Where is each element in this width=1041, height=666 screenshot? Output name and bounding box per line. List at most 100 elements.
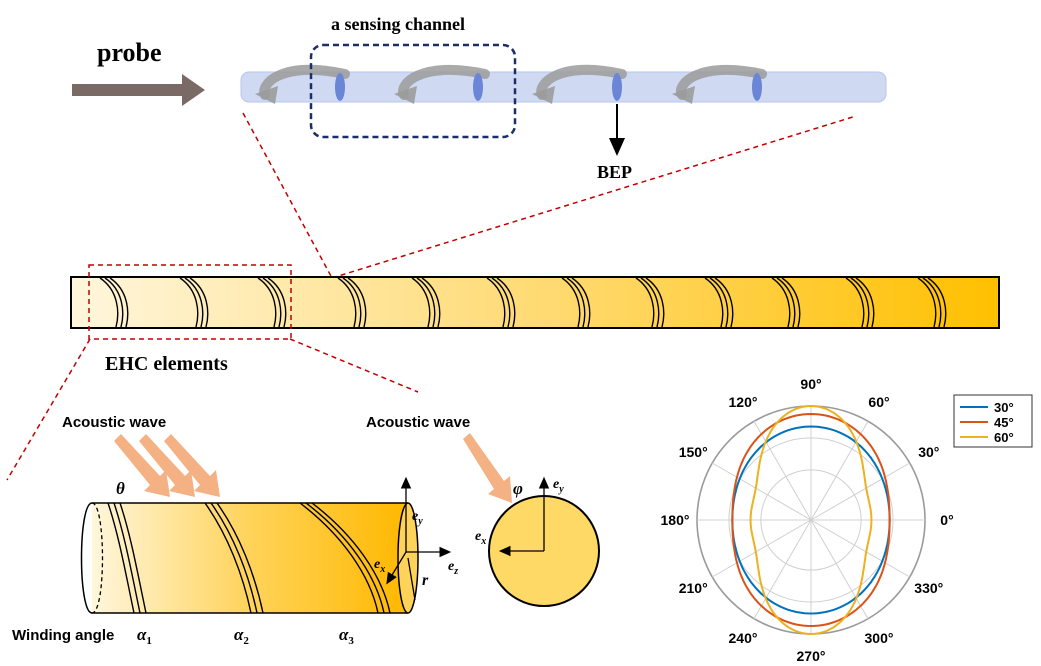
ehc-winding-line [645, 277, 665, 328]
ehc-winding-line [99, 277, 119, 328]
polar-chart: 0°30°60°90°120°150°180°210°240°270°300°3… [661, 376, 954, 664]
polar-grid-spoke [810, 519, 869, 619]
probe-arrow [72, 74, 205, 106]
polar-legend: 30°45°60° [953, 394, 1033, 448]
ehc-winding-line [850, 277, 870, 328]
ehc-elements-label: EHC elements [105, 353, 228, 375]
ehc-winding-line [491, 277, 511, 328]
ey-label: ey [412, 509, 423, 527]
theta-label: θ [116, 479, 125, 498]
reflection-arrowheads [255, 86, 695, 104]
ehc-winding-line [262, 277, 282, 328]
ehc-winding-line [781, 277, 801, 328]
ehc-winding-line [845, 277, 865, 328]
ex-label: ex [374, 557, 385, 575]
ehc-winding-line [496, 277, 516, 328]
zoom-lines-bottom [6, 338, 419, 481]
ehc-winding-line [561, 277, 581, 328]
polar-tick-label: 60° [868, 394, 889, 410]
acoustic-wave-label-left: Acoustic wave [62, 414, 166, 431]
cylinder-axes [386, 476, 452, 601]
cylinder-winding-line [210, 502, 258, 614]
cylinder-winding-line [113, 502, 141, 614]
ehc-winding-line [416, 277, 436, 328]
ehc-winding-line [566, 277, 586, 328]
ehc-winding-line [104, 277, 124, 328]
cylinder-winding-line [216, 502, 264, 614]
cylinder-body [92, 503, 408, 613]
ehc-winding-line [347, 277, 367, 328]
alpha1-label: α1 [137, 625, 152, 647]
acoustic-wave-arrows-left [114, 434, 220, 497]
alpha2-label: α2 [234, 625, 249, 647]
zoom-lines-top [242, 112, 857, 279]
polar-tick-label: 270° [797, 648, 826, 664]
acoustic-wave-label-right: Acoustic wave [366, 414, 470, 431]
cylinder-winding-lines [107, 502, 391, 614]
alpha3-label: α3 [339, 625, 354, 647]
ehc-winding-line [917, 277, 937, 328]
ehc-winding-line [267, 277, 287, 328]
ehc-winding-line [855, 277, 875, 328]
acoustic-wave-arrow-right [463, 433, 512, 503]
ehc-winding-line [922, 277, 942, 328]
probe-label: probe [97, 38, 162, 67]
polar-grid-spoke [753, 519, 812, 619]
ey2-label: ey [553, 477, 564, 495]
cylinder-winding-line [299, 502, 379, 614]
ehc-winding-line [776, 277, 796, 328]
polar-tick-label: 210° [679, 580, 708, 596]
polar-tick-label: 120° [729, 394, 758, 410]
legend-label: 30° [994, 400, 1014, 415]
cylinder-winding-line [204, 502, 252, 614]
polar-tick-label: 240° [729, 630, 758, 646]
ehc-winding-line [709, 277, 729, 328]
legend-label: 60° [994, 430, 1014, 445]
ehc-winding-lines [99, 277, 947, 328]
phi-label: φ [513, 479, 523, 498]
legend-label: 45° [994, 415, 1014, 430]
ez-label: ez [448, 559, 458, 577]
ehc-bar [70, 276, 1000, 329]
ehc-winding-line [640, 277, 660, 328]
winding-angle-label: Winding angle [12, 627, 114, 644]
sensing-channel-box [309, 43, 517, 139]
cylinder-winding-line [305, 502, 385, 614]
ehc-winding-line [109, 277, 129, 328]
polar-series-45deg [731, 412, 891, 628]
bep-label: BEP [597, 162, 632, 182]
ehc-winding-line [257, 277, 277, 328]
cylinder-winding-line [107, 502, 135, 614]
r-label: r [422, 572, 429, 589]
polar-tick-label: 300° [865, 630, 894, 646]
cross-section-axes [498, 476, 550, 557]
ehc-winding-line [337, 277, 357, 328]
cylinder-winding-line [119, 502, 147, 614]
polar-grid-spoke [810, 462, 910, 521]
ehc-winding-line [421, 277, 441, 328]
ehc-winding-line [189, 277, 209, 328]
polar-tick-label: 0° [940, 512, 953, 528]
cylinder-winding-line [311, 502, 391, 614]
ehc-winding-line [486, 277, 506, 328]
polar-grid-spoke [712, 519, 812, 578]
polar-grid-spoke [810, 421, 869, 521]
ehc-winding-line [571, 277, 591, 328]
ehc-elements-box [88, 264, 292, 340]
polar-grid-spoke [810, 519, 910, 578]
polar-tick-label: 150° [679, 444, 708, 460]
ehc-winding-line [184, 277, 204, 328]
polar-tick-label: 180° [661, 512, 690, 528]
ehc-winding-line [179, 277, 199, 328]
ehc-winding-line [411, 277, 431, 328]
ehc-winding-line [635, 277, 655, 328]
cylinder-left-cap-hidden [91, 502, 104, 614]
ehc-winding-line [771, 277, 791, 328]
polar-tick-label: 30° [918, 444, 939, 460]
cylinder-left-cap [80, 502, 93, 614]
sensing-channel-label: a sensing channel [331, 14, 465, 34]
polar-grid-spoke [753, 421, 812, 521]
polar-series-60deg [749, 404, 873, 636]
ehc-winding-line [927, 277, 947, 328]
